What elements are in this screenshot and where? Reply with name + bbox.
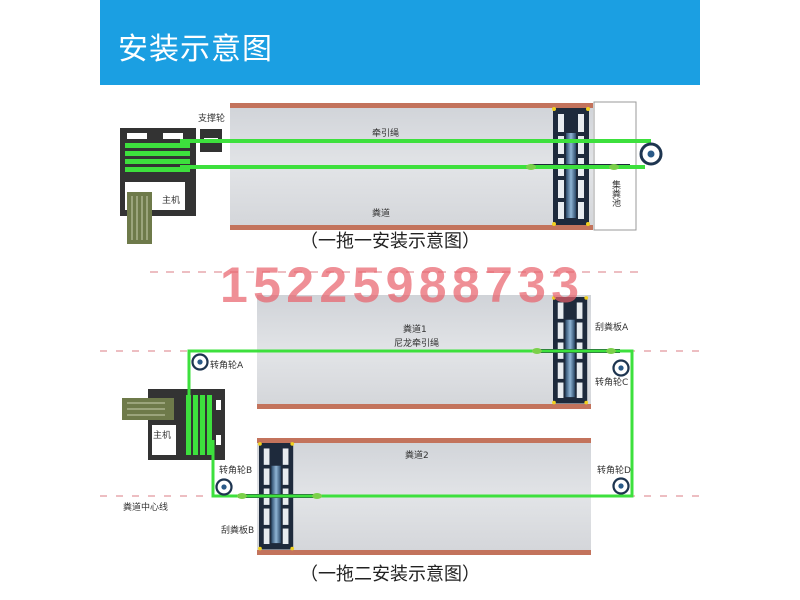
header-banner: 安装示意图 bbox=[100, 0, 700, 85]
pulley-a-icon bbox=[191, 353, 209, 371]
channel-label: 粪道 bbox=[372, 207, 390, 219]
pulley-b-icon bbox=[215, 478, 233, 496]
channel-2-label: 粪道2 bbox=[405, 449, 429, 461]
scraper-b-label: 刮粪板B bbox=[221, 524, 254, 536]
scraper-a-label: 刮粪板A bbox=[595, 321, 629, 333]
pulley-c-icon bbox=[612, 359, 630, 377]
caption-two: （一拖二安装示意图） bbox=[300, 564, 480, 585]
pulley-icon bbox=[639, 142, 663, 166]
centerline-label: 粪道中心线 bbox=[123, 501, 168, 513]
rope-label: 牵引绳 bbox=[372, 127, 399, 139]
pulley-d-label: 转角轮D bbox=[597, 464, 631, 476]
main-machine-label-2: 主机 bbox=[153, 429, 171, 441]
nylon-rope bbox=[187, 349, 634, 498]
motor bbox=[127, 192, 152, 244]
pulley-c-label: 转角轮C bbox=[595, 376, 628, 388]
rope-label-2: 尼龙牵引绳 bbox=[394, 337, 439, 349]
pulley-d-icon bbox=[612, 477, 630, 495]
pulley-b-label: 转角轮B bbox=[219, 464, 252, 476]
pulley-a-label: 转角轮A bbox=[210, 359, 244, 371]
caption-one: （一拖一安装示意图） bbox=[300, 231, 480, 252]
channel-wall-bottom bbox=[230, 225, 593, 230]
pit-label: 集粪池 bbox=[610, 179, 621, 207]
phone-watermark: 15225988733 bbox=[220, 257, 580, 313]
support-wheel-label: 支撑轮 bbox=[198, 112, 225, 124]
channel-1-label: 粪道1 bbox=[403, 323, 427, 335]
page-title: 安装示意图 bbox=[118, 32, 273, 67]
diagram-one-drag-one: 支撑轮 牵引绳 主机 粪道 集粪池 （一拖一安装示意图） bbox=[120, 101, 663, 252]
channel-wall-top bbox=[230, 103, 593, 108]
diagram-one-drag-two: 粪道1 粪道2 刮粪板A 刮粪板B 尼龙牵引绳 转角轮A 转角轮C 转角轮B 转… bbox=[100, 295, 700, 585]
main-machine-label: 主机 bbox=[162, 194, 180, 206]
